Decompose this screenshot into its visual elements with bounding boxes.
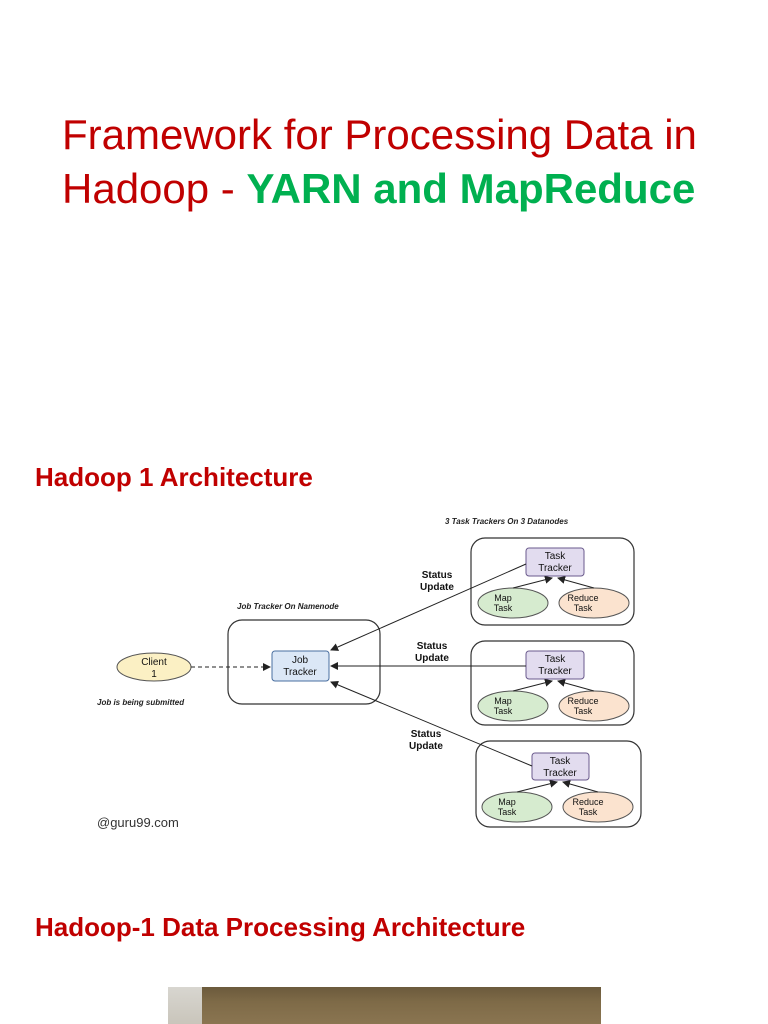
job-tracker-caption: Job Tracker On Namenode (237, 602, 339, 611)
map-task-1 (477, 587, 549, 619)
client-label-2: 1 (151, 669, 157, 680)
task-tracker-3-label-1: Task (550, 756, 572, 767)
map-task-3-label-1: Map (498, 797, 516, 807)
reduce-task-3-label-1: Reduce (572, 797, 603, 807)
map-task-2 (477, 690, 549, 722)
task-tracker-2-label-1: Task (545, 654, 567, 665)
status-update-2-line-2: Update (415, 653, 449, 664)
datanode-box-2 (470, 640, 635, 726)
status-arrow-1 (330, 563, 527, 651)
task-tracker-box-3 (531, 752, 590, 781)
status-update-1-line-2: Update (420, 582, 454, 593)
title-line-1: Framework for Processing Data in (62, 111, 697, 158)
datanode-box-3 (475, 740, 642, 828)
job-submitted-caption: Job is being submitted (97, 698, 185, 707)
map-arrow-1 (512, 575, 553, 589)
job-tracker-label-2: Tracker (283, 667, 317, 678)
map-arrow-2 (512, 678, 553, 692)
map-task-2-label-1: Map (494, 696, 512, 706)
map-task-3 (481, 791, 553, 823)
architecture-photo (168, 987, 601, 1024)
job-tracker-label-1: Job (292, 655, 309, 666)
task-tracker-1-label-2: Tracker (538, 563, 572, 574)
hadoop1-architecture-diagram: 3 Task Trackers On 3 Datanodes Job Track… (97, 517, 642, 830)
reduce-arrow-3 (562, 780, 599, 793)
page-title: Framework for Processing Data in Hadoop … (62, 108, 742, 216)
task-tracker-2-label-2: Tracker (538, 666, 572, 677)
reduce-task-1-label-1: Reduce (567, 593, 598, 603)
job-tracker-box (271, 650, 330, 682)
status-update-3-line-1: Status (411, 729, 442, 740)
hadoop1-data-processing-heading: Hadoop-1 Data Processing Architecture (35, 912, 526, 942)
map-task-3-label-2: Task (498, 807, 517, 817)
photo-edge (168, 987, 202, 1024)
watermark: @guru99.com (97, 815, 179, 830)
client-label-1: Client (141, 657, 167, 668)
map-task-1-label-2: Task (494, 603, 513, 613)
map-arrow-3 (516, 779, 558, 793)
reduce-task-2-label-2: Task (574, 706, 593, 716)
task-tracker-3-label-2: Tracker (543, 768, 577, 779)
reduce-task-3-label-2: Task (579, 807, 598, 817)
map-task-1-label-1: Map (494, 593, 512, 603)
title-prefix: Hadoop - (62, 165, 247, 212)
hadoop1-architecture-heading: Hadoop 1 Architecture (35, 462, 313, 492)
namenode-box (227, 619, 381, 705)
reduce-arrow-1 (557, 576, 595, 589)
status-arrow-3 (330, 681, 533, 767)
title-highlight: YARN and MapReduce (246, 165, 696, 212)
status-update-2-line-1: Status (417, 641, 448, 652)
status-update-3-line-2: Update (409, 741, 443, 752)
status-update-1-line-1: Status (422, 570, 453, 581)
task-trackers-caption: 3 Task Trackers On 3 Datanodes (445, 517, 569, 526)
reduce-task-2-label-1: Reduce (567, 696, 598, 706)
task-tracker-1-label-1: Task (545, 551, 567, 562)
reduce-arrow-2 (557, 679, 595, 692)
reduce-task-1-label-2: Task (574, 603, 593, 613)
task-tracker-box-1 (525, 547, 585, 577)
title-line-2: Hadoop - YARN and MapReduce (62, 162, 742, 216)
datanode-box-1 (470, 537, 635, 626)
map-task-2-label-2: Task (494, 706, 513, 716)
task-tracker-box-2 (525, 650, 585, 680)
